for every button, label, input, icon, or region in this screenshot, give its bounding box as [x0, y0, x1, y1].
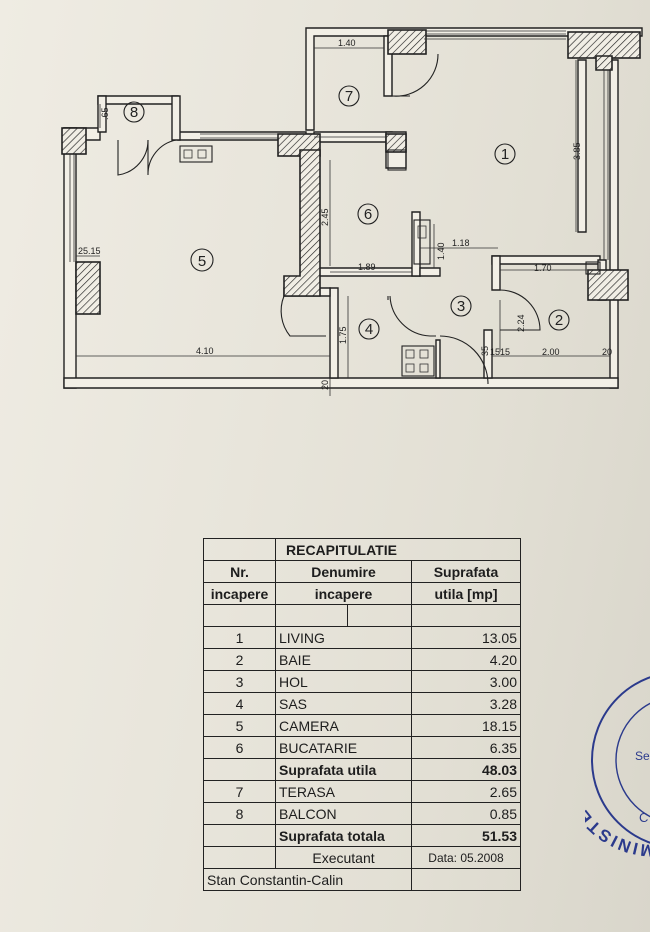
total-area-value: 51.53	[411, 824, 521, 847]
dim-1-89: 1.89	[358, 262, 376, 272]
table-row: 6 BUCATARIE 6.35	[203, 736, 521, 759]
dim-3-85: 3.85	[572, 142, 582, 160]
room-1-label: 1	[501, 146, 509, 163]
table-row: 7 TERASA 2.65	[203, 780, 521, 803]
dim-2-45: 2.45	[320, 208, 330, 226]
recap-table: RECAPITULATIE Nr. Denumire Suprafata inc…	[203, 538, 521, 891]
room-5-label: 5	[198, 253, 206, 270]
table-row: 1 LIVING 13.05	[203, 626, 521, 649]
recap-empty-row	[203, 604, 521, 627]
dim-25-15: 25.15	[78, 246, 101, 256]
table-row: 8 BALCON 0.85	[203, 802, 521, 825]
dim-1-70: 1.70	[534, 263, 552, 273]
recap-title-row: RECAPITULATIE	[203, 538, 521, 561]
room-6-label: 6	[364, 206, 372, 223]
room-4-label: 4	[365, 321, 373, 338]
dim-20a: 20	[602, 347, 612, 357]
dim-35: 35	[480, 346, 490, 356]
stamp-inner-1: Se	[635, 749, 650, 763]
dimension-labels: 1.40 3.85 .65 2.45 1.18 1.40 1.89 1.70 2…	[78, 38, 612, 390]
outer-walls	[63, 27, 643, 389]
room-markers: 1 2 3 4 5 6 7 8	[123, 85, 570, 340]
room-8-label: 8	[130, 104, 138, 121]
date-cell: Data: 05.2008	[411, 846, 521, 869]
stamp-inner-2: C	[639, 810, 648, 825]
header-incapere-2: incapere	[275, 582, 412, 605]
author-name: Stan Constantin-Calin	[203, 868, 412, 891]
table-row: 5 CAMERA 18.15	[203, 714, 521, 737]
table-row: 2 BAIE 4.20	[203, 648, 521, 671]
dim-2-00: 2.00	[542, 347, 560, 357]
floor-plan: 1.40 3.85 .65 2.45 1.18 1.40 1.89 1.70 2…	[61, 27, 643, 396]
room-2-label: 2	[555, 312, 563, 329]
header-denumire: Denumire	[275, 560, 412, 583]
useful-area-row: Suprafata utila 48.03	[203, 758, 521, 781]
room-7-label: 7	[345, 88, 353, 105]
dim-4-10: 4.10	[196, 346, 214, 356]
header-incapere: incapere	[203, 582, 276, 605]
dim-15a: 15	[490, 347, 500, 357]
hatched-columns	[61, 29, 641, 315]
author-row: Stan Constantin-Calin	[203, 868, 521, 891]
header-nr: Nr.	[203, 560, 276, 583]
dim-15b: 15	[500, 347, 510, 357]
recap-header-row-2: incapere incapere utila [mp]	[203, 582, 521, 605]
recap-header-row-1: Nr. Denumire Suprafata	[203, 560, 521, 583]
dimension-lines	[76, 47, 610, 396]
total-area-row: Suprafata totala 51.53	[203, 824, 521, 847]
ministry-stamp: MINISTERUL AD Se C	[585, 676, 650, 860]
dim-1-40b: 1.40	[436, 242, 446, 260]
executant-label: Executant	[275, 846, 412, 869]
header-suprafata: Suprafata	[411, 560, 521, 583]
dim-1-18: 1.18	[452, 238, 470, 248]
recap-title: RECAPITULATIE	[275, 538, 521, 561]
doors	[117, 53, 541, 385]
dim-1-40: 1.40	[338, 38, 356, 48]
windows	[69, 30, 609, 262]
fixtures	[179, 145, 601, 377]
dim-2-24: 2.24	[516, 314, 526, 332]
executant-row: Executant Data: 05.2008	[203, 846, 521, 869]
useful-area-value: 48.03	[411, 758, 521, 781]
room-3-label: 3	[457, 298, 465, 315]
total-area-label: Suprafata totala	[275, 824, 412, 847]
table-row: 4 SAS 3.28	[203, 692, 521, 715]
dim-20b: 20	[320, 380, 330, 390]
dim-1-75: 1.75	[338, 326, 348, 344]
header-utila: utila [mp]	[411, 582, 521, 605]
dim-0-65: .65	[100, 107, 110, 120]
useful-area-label: Suprafata utila	[275, 758, 412, 781]
table-row: 3 HOL 3.00	[203, 670, 521, 693]
